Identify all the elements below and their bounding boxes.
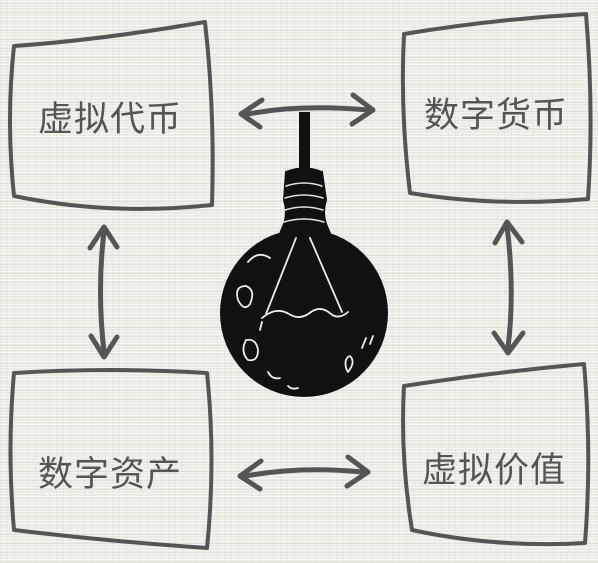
- node-label-digital-currency: 数字货币: [423, 96, 568, 136]
- node-label-digital-asset: 数字资产: [37, 455, 182, 495]
- arrow-virtual-token-digital-asset: [87, 224, 120, 360]
- node-label-virtual-value: 虚拟价值: [421, 451, 566, 491]
- light-bulb-icon: [220, 112, 388, 397]
- node-box-virtual-value: [401, 362, 591, 547]
- node-box-digital-currency: [400, 12, 593, 204]
- arrow-virtual-token-digital-currency: [238, 92, 376, 130]
- node-box-digital-asset: [8, 368, 214, 550]
- node-label-virtual-token: 虚拟代币: [37, 100, 182, 140]
- arrow-digital-currency-virtual-value: [491, 219, 526, 356]
- arrow-digital-asset-virtual-value: [237, 454, 371, 492]
- node-box-virtual-token: [8, 20, 215, 211]
